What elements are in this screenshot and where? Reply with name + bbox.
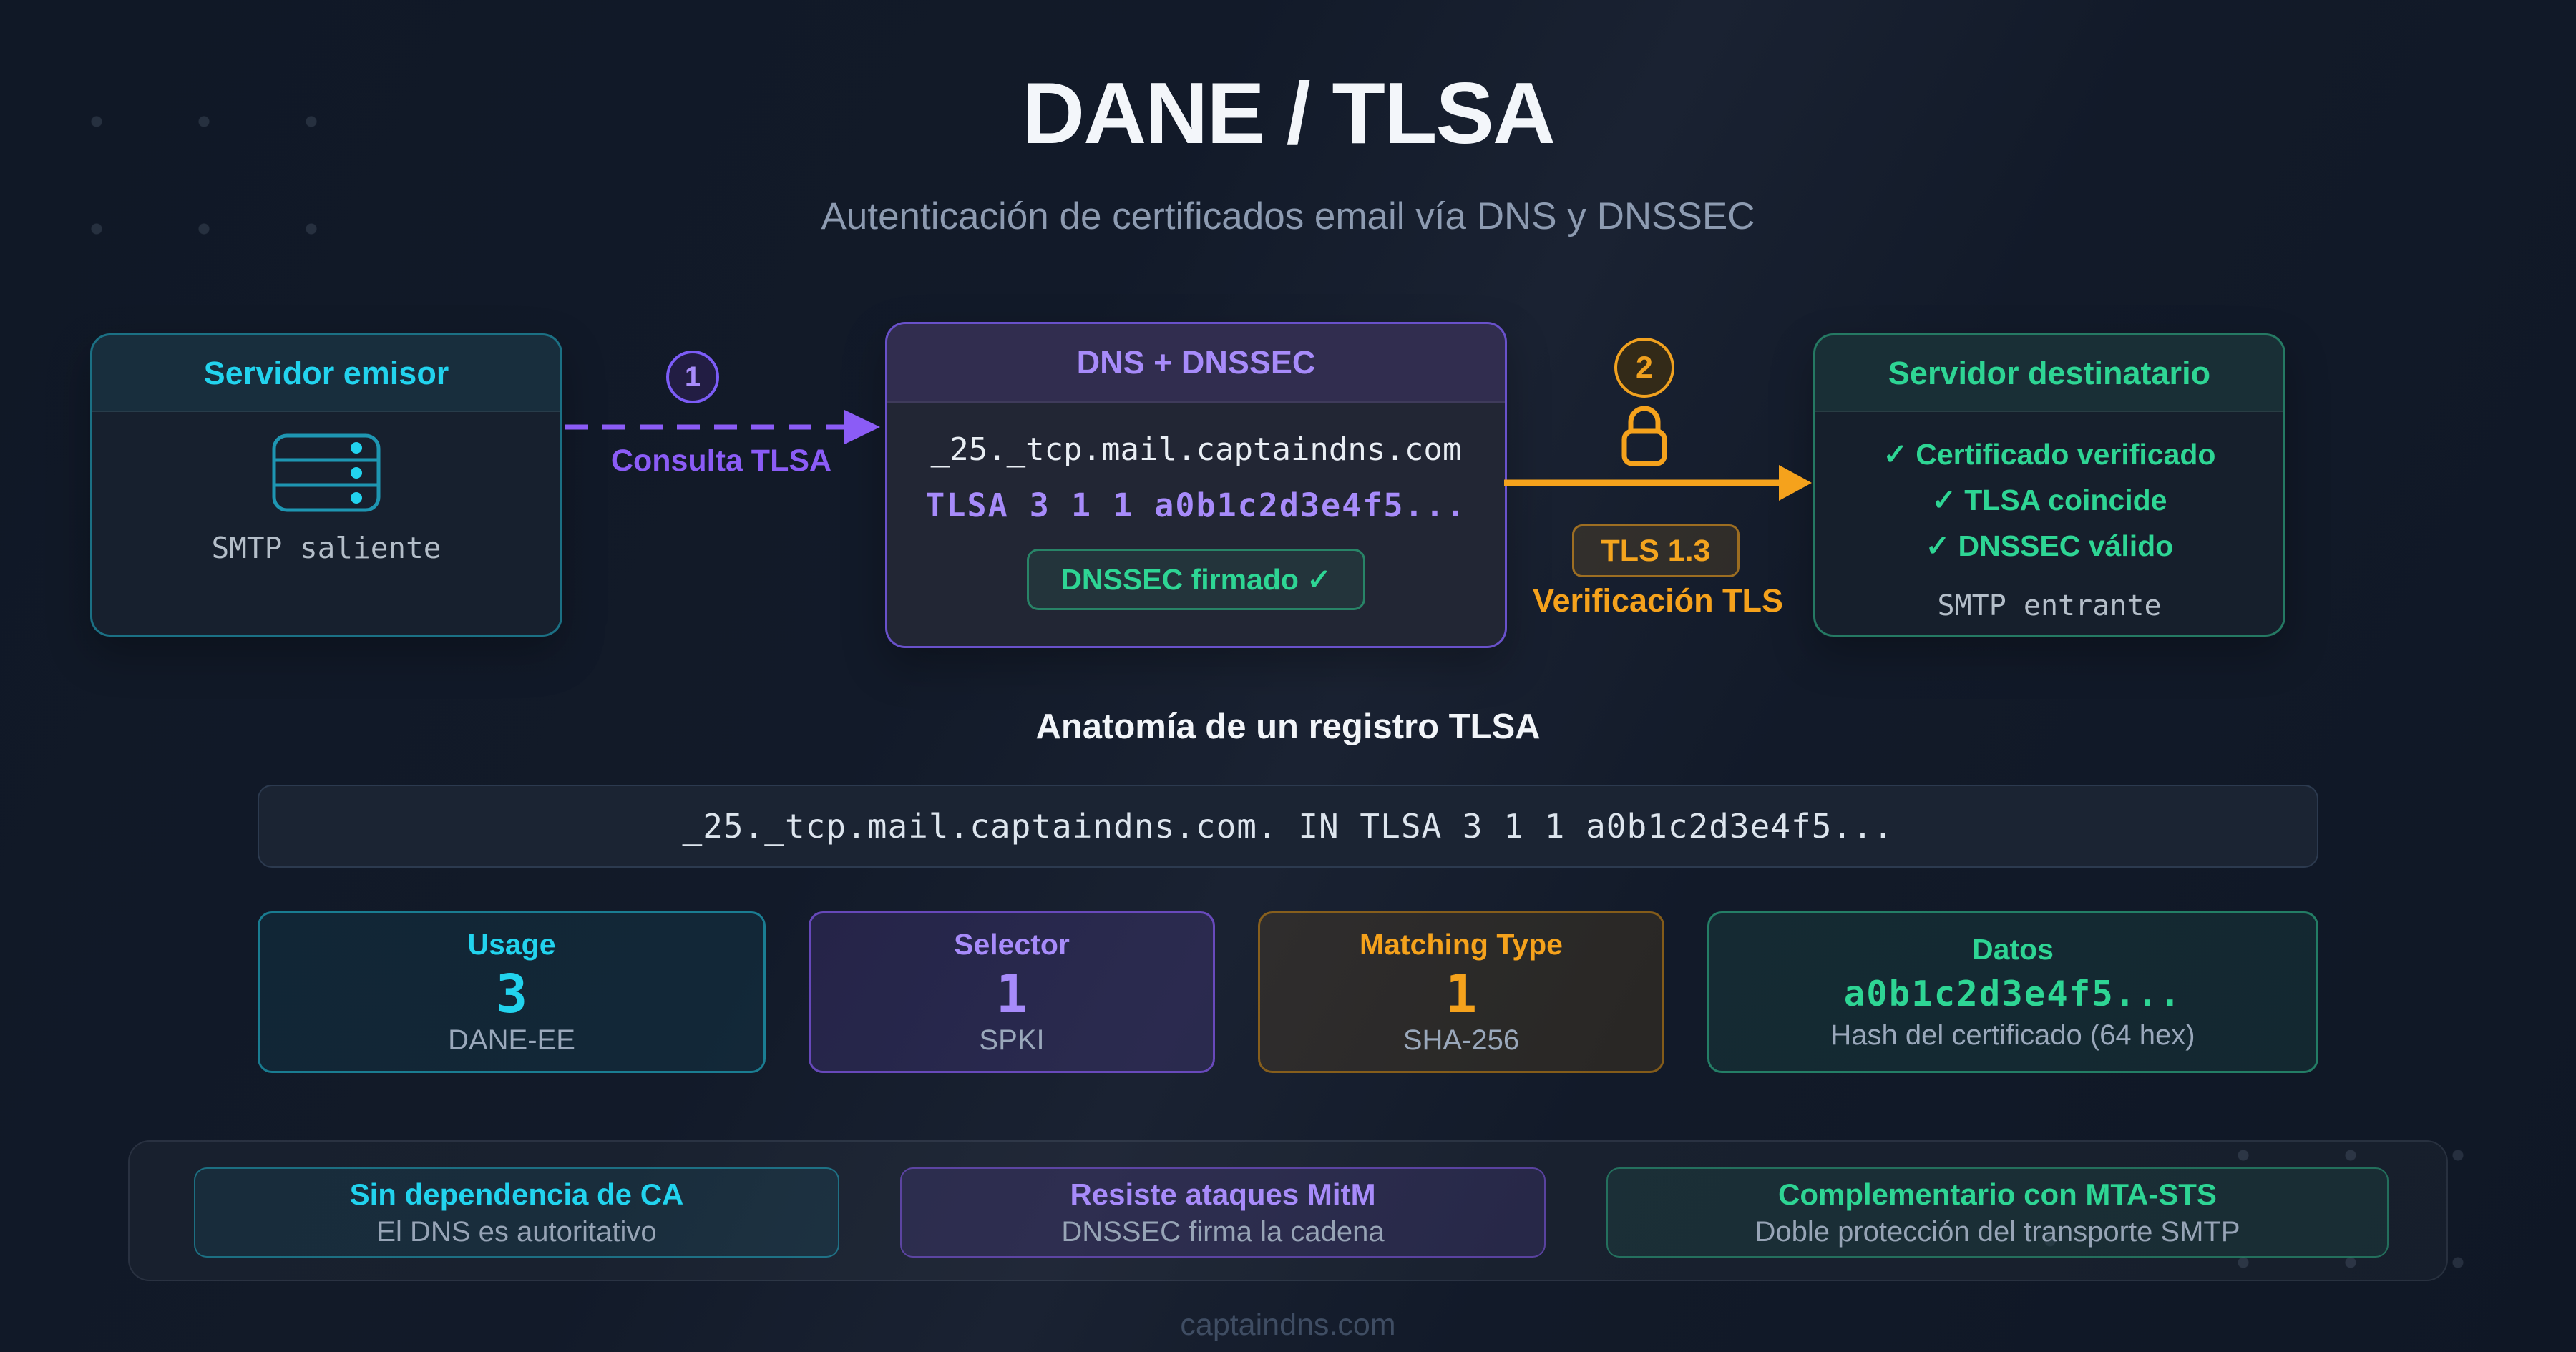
dns-box-header: DNS + DNSSEC	[887, 324, 1505, 403]
field-value: a0b1c2d3e4f5...	[1843, 974, 2182, 1014]
benefit-subtitle: El DNS es autoritativo	[376, 1215, 657, 1248]
benefit-title: Resiste ataques MitM	[1070, 1177, 1376, 1211]
tls-version-badge: TLS 1.3	[1572, 524, 1740, 577]
benefit-title: Complementario con MTA-STS	[1778, 1177, 2217, 1211]
receiver-server-box: Servidor destinatario ✓ Certificado veri…	[1813, 333, 2285, 637]
field-meaning: Hash del certificado (64 hex)	[1830, 1019, 2195, 1051]
benefit-subtitle: Doble protección del transporte SMTP	[1755, 1215, 2240, 1248]
tlsa-record-text: TLSA 3 1 1 a0b1c2d3e4f5...	[925, 486, 1467, 524]
field-card-selector: Selector 1 SPKI	[809, 911, 1215, 1073]
check-certificate-verified: ✓ Certificado verificado	[1883, 438, 2216, 471]
tlsa-record-box: _25._tcp.mail.captaindns.com. IN TLSA 3 …	[258, 785, 2318, 868]
tlsa-query-dashed-arrow	[565, 410, 880, 444]
sender-server-header: Servidor emisor	[92, 335, 560, 412]
field-label: Datos	[1972, 933, 2054, 966]
tls-verification-arrow	[1504, 465, 1812, 501]
sender-server-title: Servidor emisor	[203, 354, 449, 391]
field-meaning: SHA-256	[1402, 1024, 1520, 1056]
dnssec-signed-badge: DNSSEC firmado ✓	[1027, 549, 1365, 610]
receiver-server-caption: SMTP entrante	[1937, 589, 2162, 622]
sender-server-box: Servidor emisor SMTP saliente	[90, 333, 562, 637]
field-card-matching-type: Matching Type 1 SHA-256	[1258, 911, 1664, 1073]
page-subtitle: Autenticación de certificados email vía …	[821, 195, 1755, 237]
benefit-title: Sin dependencia de CA	[349, 1177, 684, 1211]
benefits-container: Sin dependencia de CA El DNS es autorita…	[128, 1140, 2448, 1281]
page-title: DANE / TLSA	[1022, 64, 1556, 162]
anatomy-heading: Anatomía de un registro TLSA	[1035, 707, 1541, 746]
lock-icon	[1621, 406, 1667, 466]
benefit-card-no-ca: Sin dependencia de CA El DNS es autorita…	[194, 1167, 839, 1258]
dns-box-body: _25._tcp.mail.captaindns.com TLSA 3 1 1 …	[887, 403, 1505, 610]
field-meaning: SPKI	[979, 1024, 1045, 1056]
sender-server-body: SMTP saliente	[92, 412, 560, 565]
check-tlsa-match: ✓ TLSA coincide	[1931, 484, 2167, 516]
field-value: 1	[1445, 964, 1478, 1025]
receiver-server-title: Servidor destinatario	[1888, 354, 2211, 391]
receiver-server-body: ✓ Certificado verificado ✓ TLSA coincide…	[1815, 412, 2283, 622]
sender-server-caption: SMTP saliente	[211, 531, 441, 565]
dns-query-text: _25._tcp.mail.captaindns.com	[930, 431, 1462, 468]
check-dnssec-valid: ✓ DNSSEC válido	[1925, 529, 2174, 562]
field-label: Matching Type	[1360, 928, 1563, 961]
field-card-datos: Datos a0b1c2d3e4f5... Hash del certifica…	[1707, 911, 2318, 1073]
benefit-card-mitm: Resiste ataques MitM DNSSEC firma la cad…	[900, 1167, 1546, 1258]
footer-domain: captaindns.com	[1180, 1308, 1396, 1342]
benefit-card-mta-sts: Complementario con MTA-STS Doble protecc…	[1606, 1167, 2389, 1258]
dot-grid-decoration	[43, 68, 401, 268]
dns-box-title: DNS + DNSSEC	[1076, 344, 1316, 381]
dot-grid-decoration	[2190, 1102, 2555, 1323]
step-2-number: 2	[1636, 350, 1653, 385]
dot-grid-decoration	[1996, 1187, 2140, 1302]
tlsa-record-full: _25._tcp.mail.captaindns.com. IN TLSA 3 …	[682, 807, 1894, 846]
field-value: 1	[995, 964, 1028, 1025]
benefit-subtitle: DNSSEC firma la cadena	[1061, 1215, 1385, 1248]
step-1-number: 1	[684, 361, 701, 393]
field-card-usage: Usage 3 DANE-EE	[258, 911, 766, 1073]
step-1-circle: 1	[666, 351, 719, 403]
step-2-circle: 2	[1614, 338, 1674, 398]
step-2-label: Verificación TLS	[1532, 582, 1784, 619]
server-rack-icon	[272, 433, 381, 512]
field-value: 3	[495, 964, 528, 1025]
step-1-label: Consulta TLSA	[610, 444, 832, 478]
receiver-server-header: Servidor destinatario	[1815, 335, 2283, 412]
field-meaning: DANE-EE	[448, 1024, 575, 1056]
dns-dnssec-box: DNS + DNSSEC _25._tcp.mail.captaindns.co…	[885, 322, 1507, 648]
field-label: Selector	[954, 928, 1070, 961]
field-label: Usage	[467, 928, 556, 961]
